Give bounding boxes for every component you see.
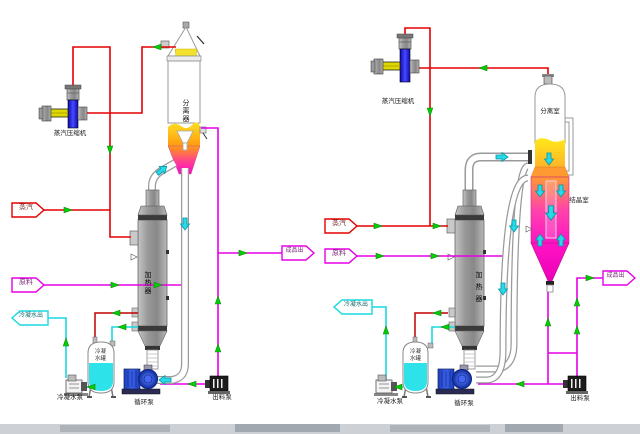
left-discharge-pump — [205, 375, 230, 394]
level-flag-icon — [130, 253, 138, 261]
tank-liquid — [404, 363, 427, 391]
left-condensate-pump — [64, 374, 88, 396]
right-condensate-pump — [374, 374, 398, 396]
left-heater-column — [129, 215, 169, 350]
right-condensate-tank-label: 冷凝水罐 — [409, 349, 421, 363]
product-out-tag — [281, 245, 316, 261]
right-compressor — [370, 33, 420, 83]
right-stream-tags — [324, 218, 637, 315]
product-out-tag — [602, 270, 637, 286]
condensate-out-tag — [10, 310, 49, 326]
steam-in-tag — [324, 218, 359, 234]
left-circulation-pump — [121, 364, 161, 395]
left-condensate-tank — [87, 336, 116, 398]
condensate-out-tag — [332, 299, 373, 315]
right-diagram — [324, 27, 637, 398]
left-compressor-label: 蒸汽压缩机 — [53, 130, 87, 137]
left-heater-top — [137, 189, 168, 370]
right-circulation-pump — [435, 364, 475, 395]
right-condensate-tank — [402, 336, 434, 398]
right-compressor-label: 蒸汽压缩机 — [381, 98, 415, 105]
left-product-out-label: 成品出 — [285, 248, 304, 254]
right-feed-in-label: 原料 — [332, 250, 346, 257]
left-condensate-out-label: 冷凝水出 — [18, 313, 43, 319]
left-diagram — [10, 21, 316, 398]
right-circulation-pipes — [464, 152, 530, 384]
right-discharge-pump — [563, 375, 588, 394]
bottom-strip — [0, 424, 640, 434]
left-condensate-pump-label: 冷凝水泵 — [57, 394, 83, 401]
left-condensate-tank-label: 冷凝水罐 — [94, 349, 106, 363]
right-product-out-label: 成品出 — [606, 273, 625, 279]
right-steam-in-label: 蒸汽 — [332, 220, 346, 227]
demister-band — [174, 48, 198, 57]
right-heater-label: 加热器 — [475, 271, 482, 307]
level-flag-icon — [447, 253, 455, 261]
right-heater-top — [454, 189, 485, 370]
right-discharge-pump-label: 出料泵 — [570, 395, 590, 402]
right-crystallization-chamber-label: 结晶室 — [569, 197, 589, 204]
right-separation-chamber-label: 分离室 — [540, 108, 560, 115]
left-separator-vessel — [160, 21, 208, 175]
right-heater-column — [446, 215, 486, 350]
feed-in-tag — [324, 248, 359, 264]
right-condensate-out-label: 冷凝水出 — [343, 302, 368, 308]
left-discharge-pump-label: 出料泵 — [212, 394, 232, 401]
left-circulation-pipes — [148, 159, 189, 384]
left-stream-tags — [10, 202, 316, 326]
right-circulation-pump-label: 循环泵 — [454, 400, 474, 407]
level-flag-icon — [525, 225, 533, 233]
left-circulation-pump-label: 循环泵 — [134, 399, 154, 406]
right-separator-crystallizer — [525, 74, 574, 293]
left-separator-label: 分离器 — [182, 99, 189, 123]
left-compressor — [38, 84, 88, 129]
left-heater-label: 加热器 — [144, 271, 151, 295]
steam-in-tag — [11, 202, 46, 218]
right-condensate-pump-label: 冷凝水泵 — [377, 398, 403, 405]
feed-in-tag — [11, 277, 46, 293]
left-feed-in-label: 原料 — [19, 279, 33, 286]
left-steam-in-label: 蒸汽 — [19, 204, 33, 211]
